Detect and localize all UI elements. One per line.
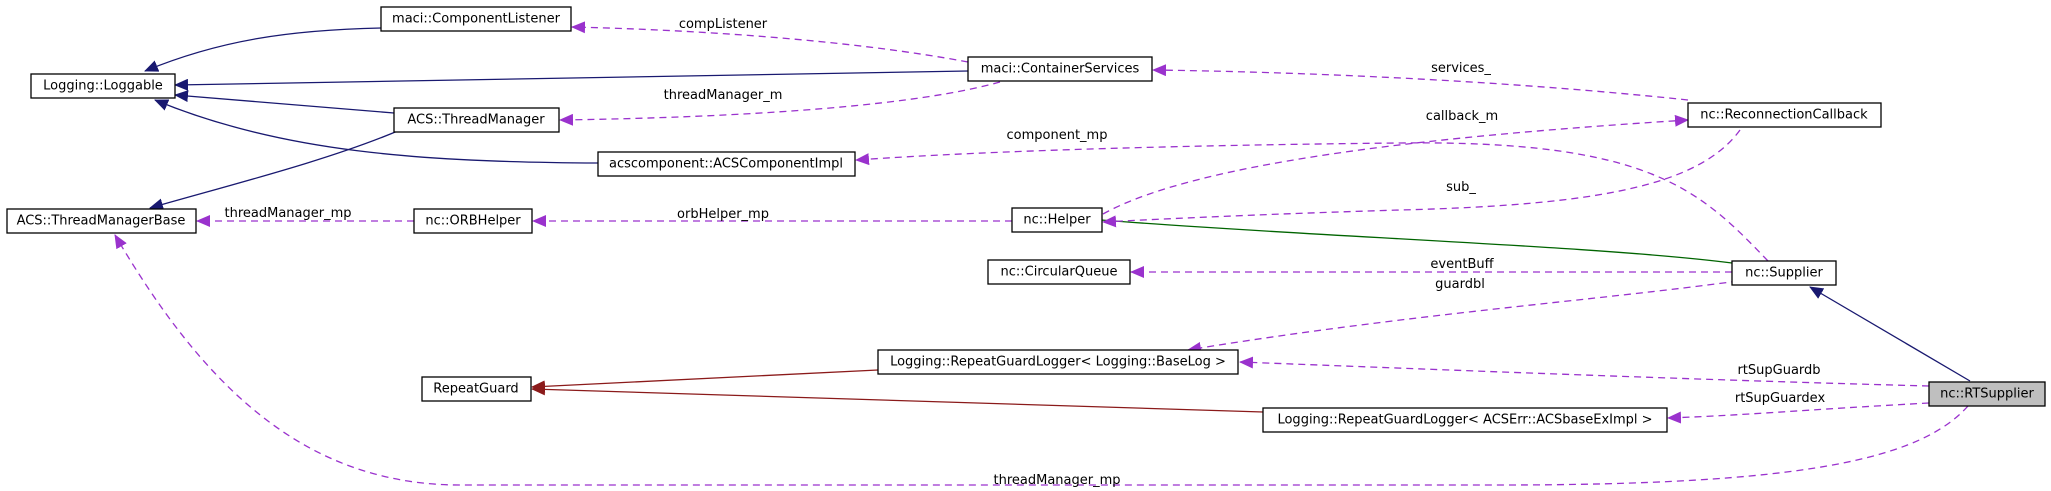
node-label: Logging::RepeatGuardLogger< ACSErr::ACSb…	[1277, 413, 1652, 428]
label-services: services_	[1431, 61, 1491, 76]
edge-containerservices-to-threadmanager	[559, 81, 1001, 126]
node-label: nc::RTSupplier	[1940, 387, 2034, 402]
label-orbhelper-mp: orbHelper_mp	[677, 207, 769, 222]
node-label: acscomponent::ACSComponentImpl	[609, 157, 843, 172]
node-acs-threadmanager[interactable]: ACS::ThreadManager	[393, 107, 560, 133]
label-sub: sub_	[1446, 180, 1476, 195]
label-threadmanager-mp-orb: threadManager_mp	[224, 206, 351, 221]
node-nc-orbhelper[interactable]: nc::ORBHelper	[413, 208, 533, 234]
node-label: maci::ComponentListener	[392, 12, 561, 27]
edge-componentimpl-to-loggable	[154, 99, 599, 164]
edge-containerservices-to-loggable	[174, 70, 969, 91]
edge-supplier-to-componentimpl	[855, 142, 1769, 262]
node-nc-circularqueue[interactable]: nc::CircularQueue	[987, 259, 1131, 285]
edge-rtsupplier-to-supplier	[1809, 286, 1971, 382]
label-threadmanager-m: threadManager_m	[664, 88, 783, 103]
label-threadmanager-mp-rt: threadManager_mp	[993, 473, 1120, 488]
node-repeatguard[interactable]: RepeatGuard	[421, 376, 532, 402]
node-nc-helper[interactable]: nc::Helper	[1011, 207, 1103, 233]
node-acs-threadmanagerbase[interactable]: ACS::ThreadManagerBase	[6, 208, 197, 234]
label-rtsupguardb: rtSupGuardb	[1737, 363, 1820, 378]
node-maci-componentlistener[interactable]: maci::ComponentListener	[380, 6, 572, 32]
edges	[114, 21, 1971, 486]
edge-reconnectioncallback-to-containerservices	[1152, 64, 1689, 101]
node-label: ACS::ThreadManagerBase	[17, 214, 186, 229]
label-component-mp: component_mp	[1007, 128, 1108, 143]
node-label: ACS::ThreadManager	[407, 113, 545, 128]
nodes: Logging::Loggable maci::ComponentListene…	[6, 6, 2046, 433]
edge-guardlogger-acserr-to-repeatguard	[531, 383, 1264, 413]
node-maci-containerservices[interactable]: maci::ContainerServices	[967, 56, 1153, 82]
edge-componentlistener-to-loggable	[144, 27, 382, 72]
node-label: RepeatGuard	[433, 382, 518, 397]
edge-containerservices-to-componentlistener	[571, 21, 969, 63]
node-repeatguardlogger-acserr[interactable]: Logging::RepeatGuardLogger< ACSErr::ACSb…	[1262, 407, 1668, 433]
node-label: maci::ContainerServices	[981, 62, 1140, 77]
edge-guardlogger-baselog-to-repeatguard	[531, 369, 879, 393]
label-guardbl: guardbl	[1435, 277, 1485, 292]
edge-rtsupplier-to-guardlogger-acserr	[1667, 402, 1930, 424]
edge-labels: compListener services_ threadManager_m c…	[224, 17, 1825, 488]
node-nc-supplier[interactable]: nc::Supplier	[1731, 260, 1837, 286]
edge-rtsupplier-to-guardlogger-baselog	[1239, 356, 1930, 387]
edge-threadmanager-to-threadmanagerbase	[149, 129, 401, 211]
edge-supplier-to-helper	[1100, 219, 1733, 264]
node-repeatguardlogger-baselog[interactable]: Logging::RepeatGuardLogger< Logging::Bas…	[877, 349, 1239, 375]
edge-helper-to-reconnectioncallback	[1102, 114, 1689, 215]
edge-rtsupplier-to-threadmanagerbase	[114, 234, 1969, 486]
edge-reconnectioncallback-to-helper	[1102, 129, 1741, 228]
label-eventbuff: eventBuff	[1430, 257, 1494, 272]
node-label: nc::Supplier	[1745, 266, 1823, 281]
node-acscomponent-impl[interactable]: acscomponent::ACSComponentImpl	[597, 151, 856, 177]
node-label: Logging::RepeatGuardLogger< Logging::Bas…	[890, 355, 1226, 370]
node-nc-rtsupplier[interactable]: nc::RTSupplier	[1928, 381, 2046, 407]
edge-supplier-to-guardlogger-baselog	[1187, 280, 1739, 354]
node-label: Logging::Loggable	[43, 79, 163, 94]
label-rtsupguardex: rtSupGuardex	[1735, 391, 1826, 406]
edge-threadmanager-to-loggable	[174, 90, 395, 114]
node-label: nc::Helper	[1023, 213, 1091, 228]
node-logging-loggable[interactable]: Logging::Loggable	[30, 73, 176, 99]
node-label: nc::ORBHelper	[425, 214, 521, 229]
node-nc-reconnectioncallback[interactable]: nc::ReconnectionCallback	[1687, 102, 1882, 128]
label-callback-m: callback_m	[1426, 109, 1498, 124]
label-complistener: compListener	[679, 17, 768, 32]
node-label: nc::ReconnectionCallback	[1700, 108, 1868, 123]
node-label: nc::CircularQueue	[1001, 265, 1118, 280]
